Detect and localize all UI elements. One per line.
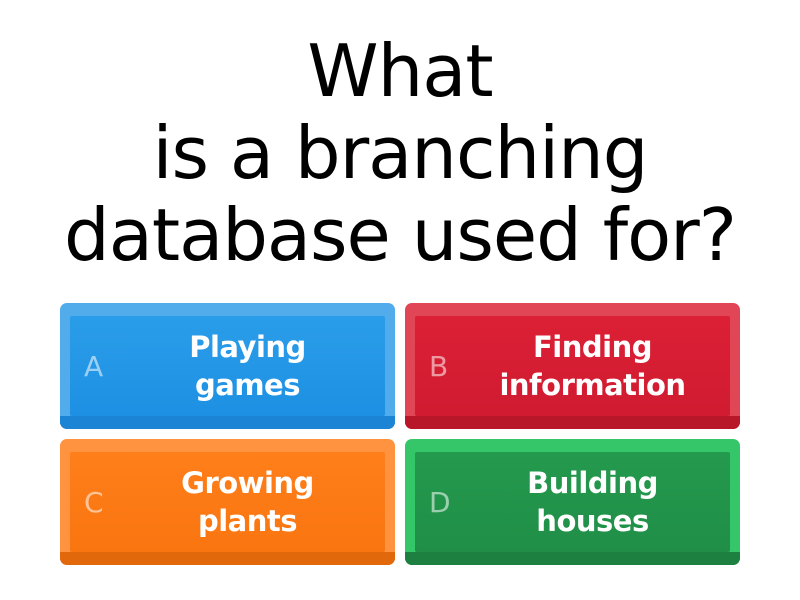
answer-label-line-2: plants — [197, 504, 298, 538]
answer-label: Playing games — [120, 303, 375, 429]
answer-grid: A Playing games B Finding information C … — [60, 303, 740, 565]
button-bevel — [405, 416, 740, 429]
button-bevel — [405, 552, 740, 565]
question-text: What is a branching database used for? — [20, 18, 780, 288]
answer-label-line-1: Building — [527, 466, 658, 500]
answer-button-c[interactable]: C Growing plants — [60, 439, 395, 565]
answer-button-a[interactable]: A Playing games — [60, 303, 395, 429]
answer-label-line-1: Playing — [189, 330, 306, 364]
button-bevel — [60, 552, 395, 565]
question-line-3: database used for? — [64, 193, 737, 277]
answer-label-line-2: houses — [536, 504, 649, 538]
button-face — [70, 316, 385, 416]
answer-letter: D — [429, 485, 451, 519]
answer-label-line-2: games — [195, 368, 300, 402]
answer-button-b[interactable]: B Finding information — [405, 303, 740, 429]
question-line-2: is a branching — [152, 111, 648, 195]
answer-letter: A — [84, 349, 104, 383]
answer-button-d[interactable]: D Building houses — [405, 439, 740, 565]
button-face — [415, 316, 730, 416]
answer-label: Finding information — [465, 303, 720, 429]
answer-label-line-1: Growing — [181, 466, 314, 500]
answer-label-line-1: Finding — [533, 330, 653, 364]
answer-label: Growing plants — [120, 439, 375, 565]
button-face — [70, 452, 385, 552]
button-bevel — [60, 416, 395, 429]
button-face — [415, 452, 730, 552]
answer-letter: B — [429, 349, 449, 383]
question-line-1: What — [307, 29, 493, 113]
answer-letter: C — [84, 485, 104, 519]
answer-label-line-2: information — [499, 368, 686, 402]
answer-label: Building houses — [465, 439, 720, 565]
